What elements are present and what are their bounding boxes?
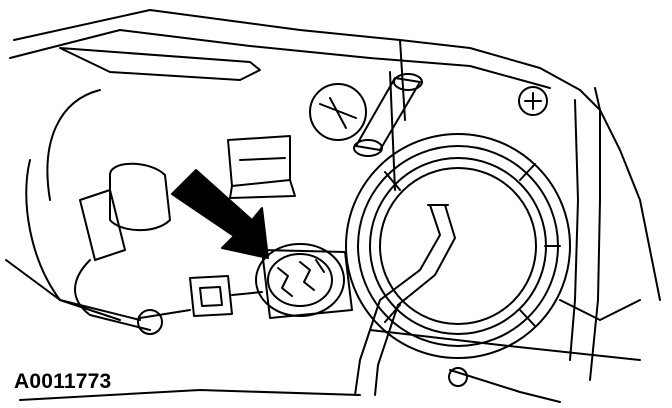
bulb-retainer-ring [345, 133, 571, 359]
wiring-harness [354, 204, 456, 396]
mounting-hole [448, 367, 468, 387]
adjuster-tube [309, 73, 423, 157]
pigtail-plug [139, 275, 263, 319]
housing-bracket [227, 135, 296, 199]
phillips-screw [518, 86, 548, 116]
pointer-arrow-icon [171, 169, 269, 259]
bulb-socket-connector [255, 243, 353, 319]
parking-lamp-socket [74, 162, 171, 335]
figure-id-label: A0011773 [14, 370, 112, 393]
